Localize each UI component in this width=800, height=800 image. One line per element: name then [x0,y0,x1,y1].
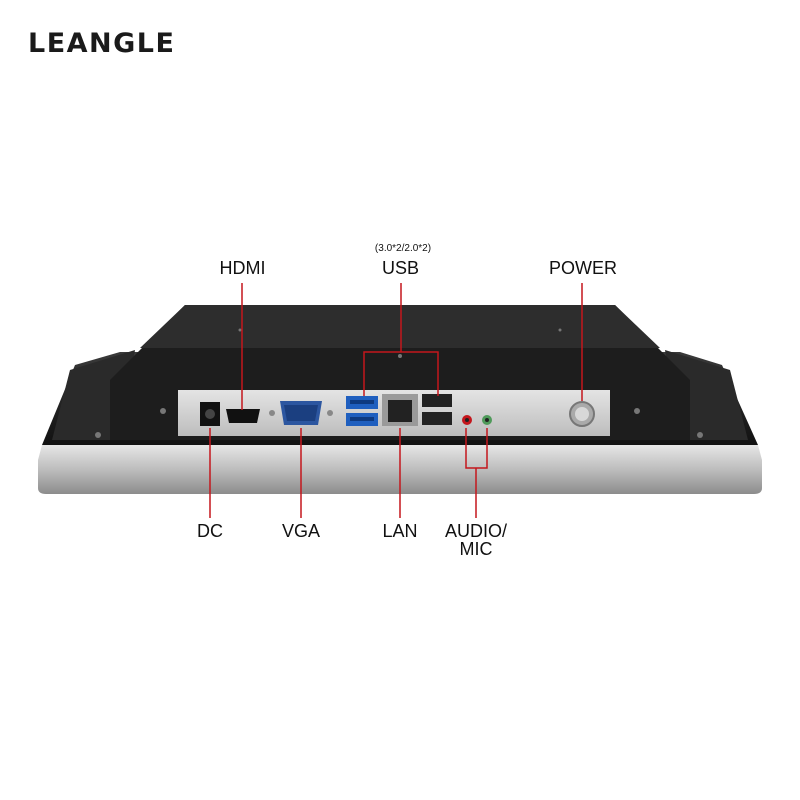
label-hdmi: HDMI [219,258,266,278]
usb3-ports [346,396,378,426]
label-vga: VGA [281,521,320,541]
vga-port [269,401,333,425]
hdmi-port [226,409,260,423]
label-dc: DC [197,521,223,541]
brand-logo: LEANGLE [28,28,176,59]
usb2-ports [422,394,452,425]
label-audio-mic: AUDIO/ MIC [444,521,507,559]
label-lan: LAN [382,521,418,541]
label-power: POWER [548,258,617,278]
housing-top [140,305,660,348]
callout-lines [209,283,583,518]
power-button [569,401,595,427]
lan-port [382,394,418,426]
dc-port [200,402,220,426]
label-usb-spec: (3.0*2/2.0*2) [374,243,432,254]
label-usb: USB [381,258,419,278]
